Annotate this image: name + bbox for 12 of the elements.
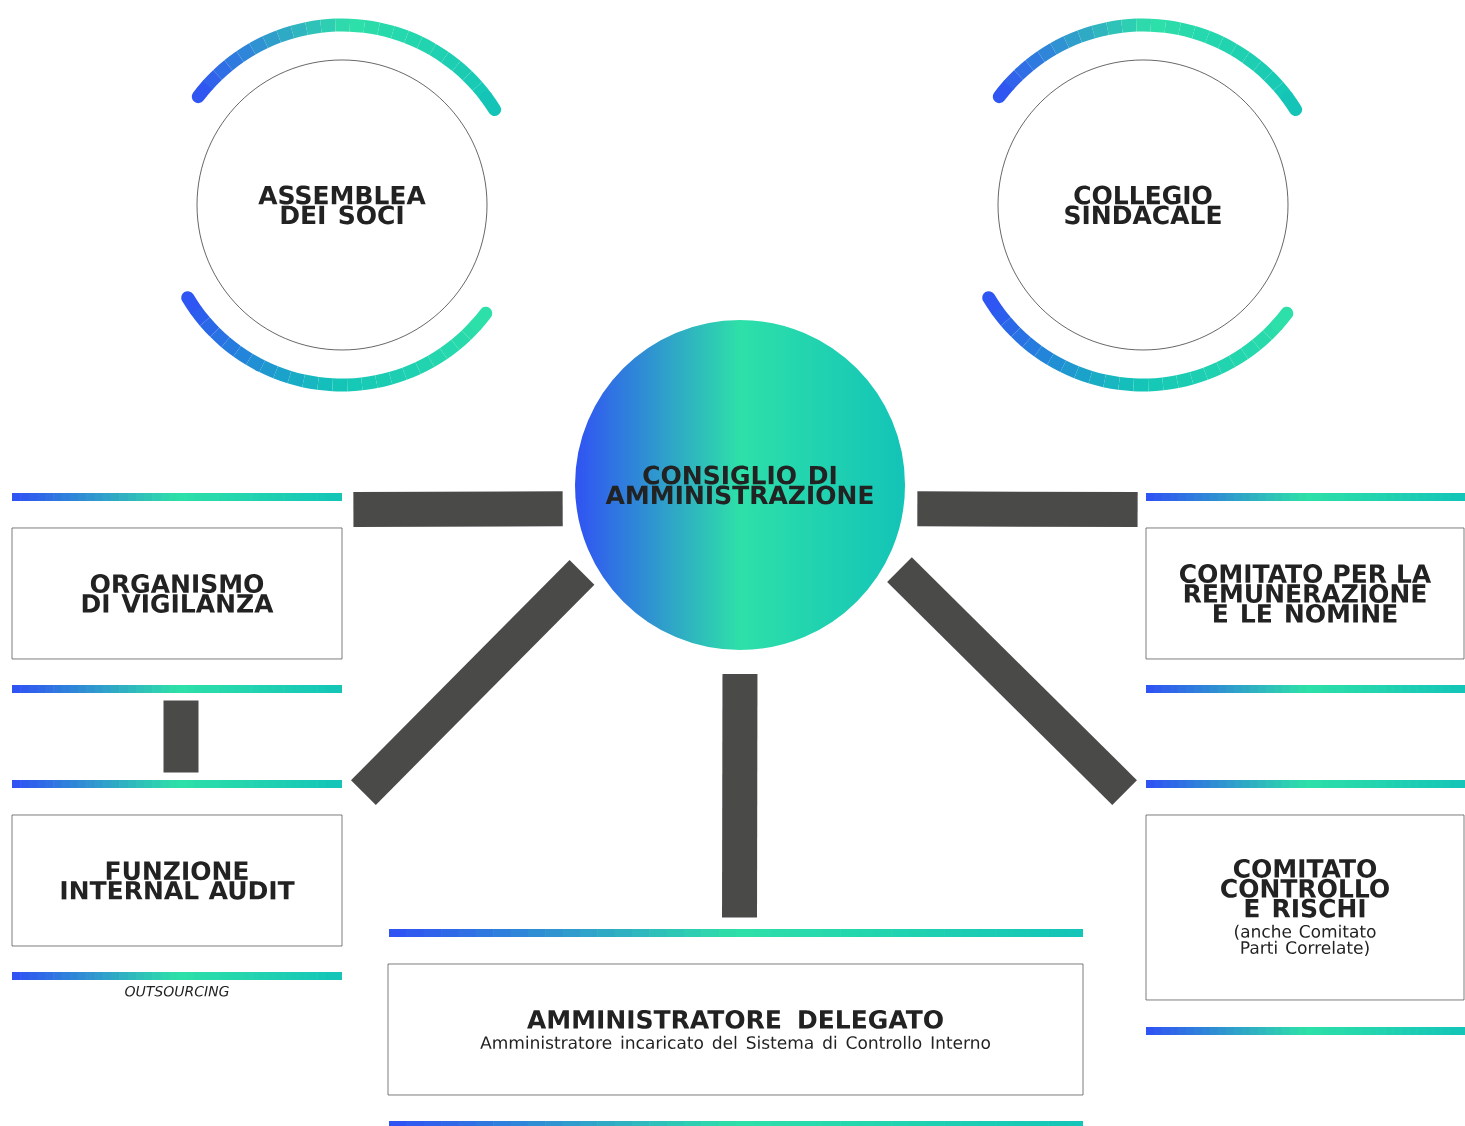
- connector-bar: [722, 673, 758, 918]
- committee-box: AMMINISTRATORE DELEGATO Amministratore incaricato del Sistema di Controllo Interno: [387, 963, 1084, 1096]
- committee-box: ORGANISMO DI VIGILANZA: [11, 527, 343, 660]
- connector-bar: [163, 700, 199, 773]
- committee-box: COMITATO PER LA REMUNERAZIONE E LE NOMINE: [1145, 527, 1465, 660]
- caption-text: OUTSOURCING: [125, 985, 229, 997]
- connector-bar: [917, 491, 1138, 528]
- committee-box: COMITATO CONTROLLO E RISCHI (anche Comitato Parti Correlate): [1145, 814, 1465, 1001]
- connector-bar: [353, 491, 563, 528]
- committee-box: FUNZIONE INTERNAL AUDIT: [11, 814, 343, 947]
- connector-bar: [887, 557, 1137, 805]
- connector-bar: [351, 560, 595, 805]
